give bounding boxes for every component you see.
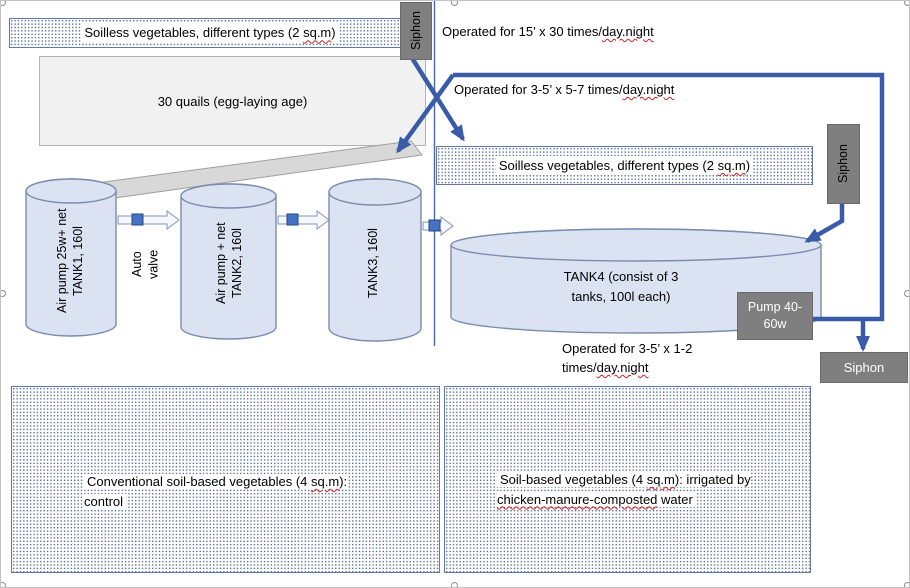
selection-handle-bottom-right[interactable] <box>904 582 909 587</box>
pump-box: Pump 40-60w <box>737 292 813 340</box>
siphon-bottom-box: Siphon <box>820 352 908 383</box>
selection-handle-bottom-center[interactable] <box>451 582 458 587</box>
pipe-to-quail-chute <box>396 73 455 154</box>
tank4-cylinder <box>450 228 822 334</box>
flow-arrow-tank2-tank3 <box>277 210 330 230</box>
auto-valve-label: Auto valve <box>123 239 167 289</box>
operation-note-bottom: Operated for 3-5’ x 1-2 times/day.night <box>562 340 740 378</box>
soil-right-text: Soil-based vegetables (4 <box>500 472 647 487</box>
soil-left-text: Conventional soil-based vegetables (4 <box>87 474 312 489</box>
operation-note-middle: Operated for 3-5’ x 5-7 times/day.night <box>454 82 674 97</box>
tank1-name-text: TANK1, 160l <box>71 226 85 296</box>
veg-right-text-misspelled: sq.m <box>717 157 746 173</box>
soil-right-text-mid: ): irrigated by <box>674 472 751 487</box>
op1-text: Operated for 15’ x 30 times/ <box>442 24 602 39</box>
selection-handle-top-right[interactable] <box>904 1 909 6</box>
tank2-airpump-text: Air pump + net <box>213 222 228 305</box>
right-siphon-to-tank4-pipe <box>804 202 845 243</box>
siphon-right-box: Siphon <box>827 124 860 204</box>
soilless-veg-top-label: Soilless vegetables, different types (2 … <box>81 23 339 43</box>
op3-text-misspelled: day.night <box>596 359 649 375</box>
auto-valve-text: Auto valve <box>129 249 160 279</box>
tank1-cylinder <box>25 178 117 337</box>
pump-label: Pump 40-60w <box>747 299 803 332</box>
veg-top-text-misspelled: sq.m <box>303 25 332 41</box>
selection-handle-top-left[interactable] <box>1 1 6 6</box>
soil-right-text-end: water <box>657 491 693 507</box>
tank2-name-text: TANK2, 160l <box>230 228 244 299</box>
soil-manure-label: Soil-based vegetables (4 sq.m): irrigate… <box>497 470 797 509</box>
op3-text: Operated for 3-5’ x 1-2 times/ <box>562 341 693 375</box>
siphon-to-right-bed-pipe <box>410 56 465 142</box>
tank2-label: Air pump + net TANK2, 160l <box>197 201 261 326</box>
selection-handle-bottom-left[interactable] <box>1 582 6 587</box>
flow-arrow-tank1-tank2 <box>117 210 180 230</box>
veg-right-text-end: ) <box>745 157 751 173</box>
tank2-cylinder <box>180 183 277 340</box>
tank4-label: TANK4 (consist of 3 tanks, 100l each) <box>563 269 679 304</box>
soilless-veg-right-label: Soilless vegetables, different types (2 … <box>495 155 754 176</box>
valve-square-3 <box>428 219 441 232</box>
siphon-top-label: Siphon <box>408 11 423 51</box>
valve-square-2 <box>286 213 299 226</box>
quail-cage-label: 30 quails (egg-laying age) <box>157 93 308 109</box>
soilless-veg-top-bed: Soilless vegetables, different types (2 … <box>9 18 411 48</box>
tank3-label: TANK3, 160l <box>353 201 393 326</box>
siphon-top-box: Siphon <box>400 2 432 60</box>
veg-right-text: Soilless vegetables, different types (2 <box>498 157 718 173</box>
soil-right-text-misspelled-1: sq.m <box>646 472 675 487</box>
tank3-cylinder <box>328 178 422 342</box>
soil-left-text-misspelled: sq.m <box>311 474 340 489</box>
soilless-veg-right-bed: Soilless vegetables, different types (2 … <box>436 146 813 185</box>
selection-handle-mid-left[interactable] <box>1 290 6 297</box>
soil-left-text-end: ): control <box>84 474 348 509</box>
siphon-bottom-label: Siphon <box>843 360 885 375</box>
soil-manure-bed: Soil-based vegetables (4 sq.m): irrigate… <box>444 386 811 573</box>
tank1-label: Air pump 25w+ net TANK1, 160l <box>37 197 103 325</box>
tank1-airpump-text: Air pump 25w+ net <box>54 208 69 314</box>
veg-top-text: Soilless vegetables, different types (2 <box>84 25 304 41</box>
operation-note-top: Operated for 15’ x 30 times/day.night <box>442 24 654 39</box>
quail-cage-box: 30 quails (egg-laying age) <box>39 56 426 146</box>
pump-return-pipe <box>453 72 885 322</box>
valve-square-1 <box>131 213 144 226</box>
op2-text: Operated for 3-5’ x 5-7 times/ <box>454 82 623 97</box>
veg-top-text-end: ) <box>331 25 336 41</box>
tank3-name-text: TANK3, 160l <box>365 228 380 299</box>
siphon-right-label: Siphon <box>836 144 851 184</box>
soil-control-label: Conventional soil-based vegetables (4 sq… <box>84 472 369 511</box>
op2-text-misspelled: day.night <box>622 82 675 97</box>
selection-handle-mid-right[interactable] <box>904 290 909 297</box>
selection-handle-top-center[interactable] <box>451 1 458 6</box>
soil-right-text-misspelled-2: chicken-manure-composted <box>497 491 658 507</box>
op1-text-misspelled: day.night <box>601 24 654 39</box>
soil-control-bed: Conventional soil-based vegetables (4 sq… <box>11 386 440 573</box>
